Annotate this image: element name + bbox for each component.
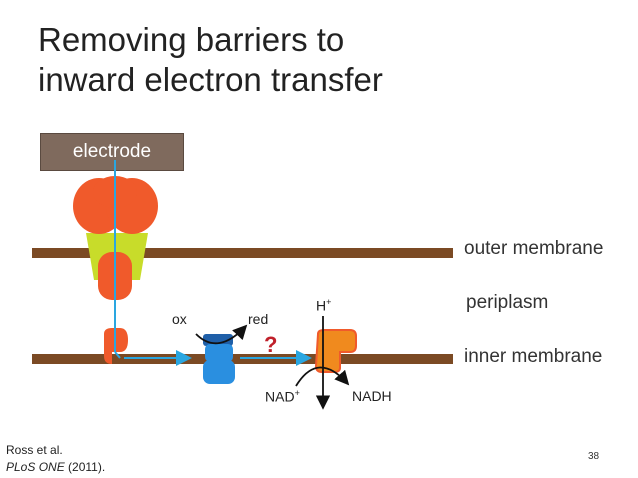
- citation-journal: PLoS ONE: [6, 460, 65, 474]
- title-line-2: inward electron transfer: [38, 61, 383, 98]
- outer-cytochrome: [73, 176, 158, 234]
- inner-membrane-label: inner membrane: [464, 346, 603, 367]
- title-line-1: Removing barriers to: [38, 21, 345, 58]
- red-label: red: [248, 311, 269, 327]
- outer-membrane-label: outer membrane: [464, 238, 604, 259]
- nadh-complex: [314, 329, 357, 373]
- quinone-protein: [203, 334, 235, 384]
- page-number: 38: [588, 451, 600, 462]
- proton-label: H+: [316, 297, 332, 314]
- electron-path-turn: [114, 351, 121, 359]
- electrode-box: electrode: [40, 133, 184, 171]
- unknown-step-question: ?: [264, 332, 278, 357]
- ox-red-arrow: [195, 324, 248, 345]
- outer-membrane-bar: [32, 248, 453, 258]
- slide-title: Removing barriers to inward electron tra…: [38, 20, 383, 100]
- citation-authors: Ross et al.: [6, 443, 63, 457]
- citation-source: PLoS ONE (2011).: [6, 459, 105, 476]
- citation: Ross et al. PLoS ONE (2011).: [6, 442, 105, 476]
- nad-nadh-arrow: [295, 366, 350, 387]
- ox-label: ox: [172, 311, 187, 327]
- nad-label: NAD+: [265, 388, 300, 405]
- periplasm-label: periplasm: [466, 292, 549, 313]
- citation-year: (2011).: [68, 460, 106, 474]
- nadh-label: NADH: [352, 388, 392, 404]
